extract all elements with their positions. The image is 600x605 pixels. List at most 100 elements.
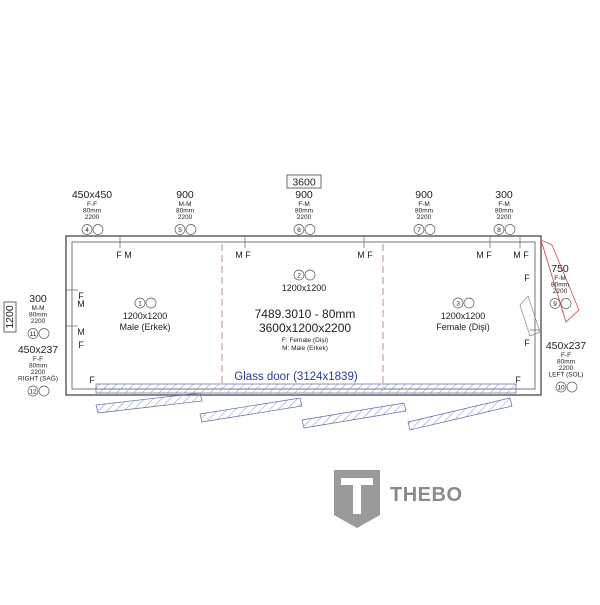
edge-top-mf-2: M F [357, 250, 373, 260]
panel-type: F-F [87, 201, 97, 208]
center-dims: 3600x1200x2200 [259, 321, 351, 335]
door-swing-panels [95, 392, 513, 431]
index-circle [81, 224, 93, 235]
empty-circle [38, 328, 50, 339]
panel-thickness: 80mm [29, 363, 47, 370]
index-circle [27, 328, 39, 339]
panel-size: 450x237 [18, 344, 58, 356]
panel-type: F-M [298, 201, 310, 208]
panel-size: 750 [551, 263, 569, 275]
panel-thickness: 80mm [557, 359, 575, 366]
panel-thickness: 80mm [415, 208, 433, 215]
thebo-logo: THEBO [334, 470, 463, 528]
panel-size: 300 [29, 293, 47, 305]
panel-height: 2200 [417, 214, 432, 221]
panel-height: 2200 [297, 214, 312, 221]
index-number: 11 [30, 331, 37, 338]
panel-side: LEFT (SOL) [549, 372, 584, 379]
index-circle [27, 385, 39, 397]
index-number: 4 [85, 227, 89, 234]
panel-height: 2200 [559, 365, 574, 372]
panel-type: F-M [418, 201, 430, 208]
right-door-frame [519, 295, 541, 337]
room-name: Female (Dişi) [436, 322, 490, 332]
logo-text: THEBO [390, 484, 463, 506]
top-dimension: 3600 [286, 174, 322, 189]
panel-type: F-M [554, 275, 566, 282]
panel-size: 450x450 [72, 189, 112, 201]
empty-circle [304, 269, 316, 281]
edge-labels: F M M F M F M F M F F M M F F F F F [77, 250, 530, 385]
edge-left-m-1: M [77, 299, 85, 309]
partitions [66, 236, 541, 388]
panel-thickness: 80mm [83, 208, 101, 215]
empty-circle [92, 224, 104, 235]
right-door-swing [540, 239, 580, 323]
edge-left-f-1: F [78, 291, 84, 301]
index-number: 7 [417, 227, 421, 234]
panel-thickness: 80mm [176, 208, 194, 215]
legend-male: M: Male (Erkek) [282, 345, 328, 352]
room-size: 1200x1200 [282, 283, 327, 293]
panel-height: 2200 [85, 214, 100, 221]
edge-top-fm-1: F M [116, 250, 132, 260]
index-number: 1 [138, 300, 142, 307]
center-info: 7489.3010 - 80mm 3600x1200x2200 F: Femal… [255, 307, 356, 352]
edge-right-f-1: F [524, 273, 530, 283]
index-circle [493, 224, 505, 235]
panel-size: 450x237 [546, 340, 586, 352]
panel-type: M-M [179, 201, 192, 208]
empty-circle [304, 224, 316, 235]
panel-height: 2200 [497, 214, 512, 221]
index-number: 12 [29, 388, 37, 395]
top-dimension-text: 3600 [292, 177, 316, 189]
panel-height: 2200 [31, 369, 46, 376]
index-number: 10 [557, 384, 565, 391]
empty-circle [145, 297, 157, 309]
room-2: 2 1200x1200 [282, 269, 327, 293]
index-circle [293, 269, 305, 281]
panel-thickness: 80mm [29, 312, 47, 319]
panel-height: 2200 [553, 288, 568, 295]
panel-size: 900 [176, 189, 194, 201]
index-number: 5 [178, 227, 182, 234]
panel-type: M-M [32, 305, 45, 312]
panel-height: 2200 [31, 318, 46, 325]
edge-bottom-f-right: F [515, 375, 521, 385]
empty-circle [504, 224, 516, 235]
side-dimension-text: 1200 [4, 305, 16, 329]
edge-top-mf-3: M F [476, 250, 492, 260]
edge-bottom-f-left: F [89, 375, 95, 385]
panel-size: 300 [495, 189, 513, 201]
index-circle [413, 224, 425, 235]
empty-circle [463, 297, 475, 309]
room-name: Male (Erkek) [119, 322, 170, 332]
empty-circle [566, 381, 578, 393]
edge-top-mf-4: M F [513, 250, 529, 260]
index-circle [293, 224, 305, 235]
index-number: 3 [456, 300, 460, 307]
center-model: 7489.3010 - 80mm [255, 307, 356, 321]
empty-circle [560, 298, 572, 309]
index-number: 6 [297, 227, 301, 234]
edge-top-mf-1: M F [235, 250, 251, 260]
index-number: 8 [497, 227, 501, 234]
legend-female: F: Female (Dişi) [282, 337, 328, 344]
side-dimension: 1200 [3, 301, 17, 333]
panel-type: F-F [561, 352, 571, 359]
index-number: 9 [553, 301, 557, 308]
panel-size: 900 [295, 189, 313, 201]
index-number: 2 [297, 272, 301, 279]
empty-circle [185, 224, 197, 235]
panel-side: RIGHT (SAĞ) [18, 374, 58, 383]
